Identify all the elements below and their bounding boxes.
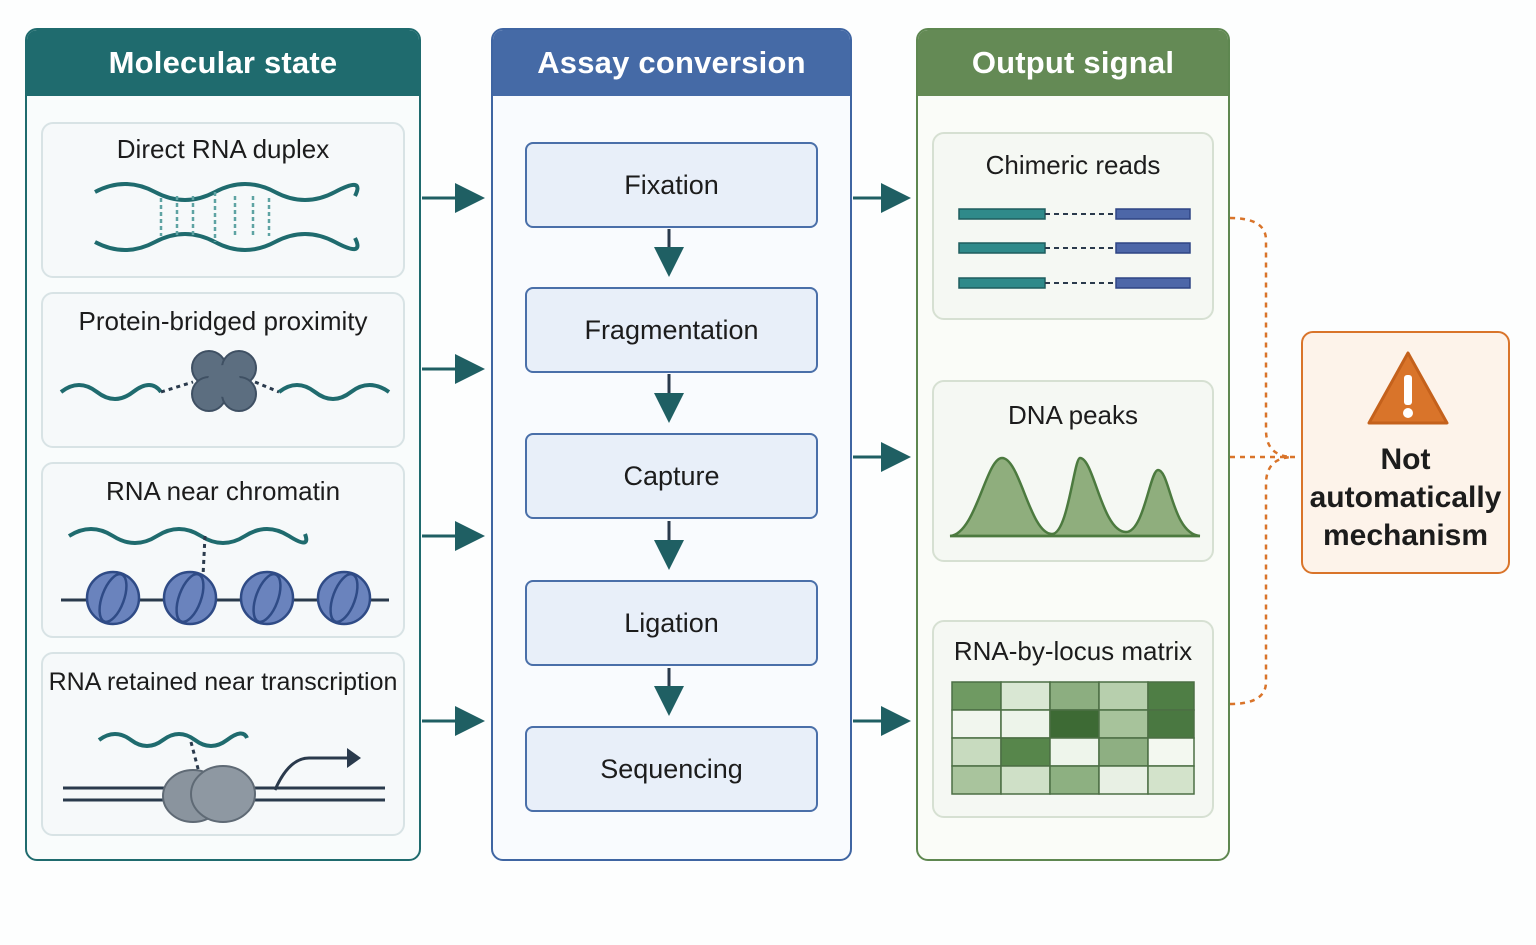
assay-conversion-header: Assay conversion (493, 30, 850, 96)
nucleosome-icon (85, 570, 372, 626)
output-signal-panel: Output signal Chimeric reads DNA peaks R… (916, 28, 1230, 861)
rna-duplex-icon (94, 182, 360, 252)
card-label: Protein-bridged proximity (78, 306, 368, 336)
caveat-bracket (1229, 216, 1298, 706)
molecular-state-panel: Molecular state Direct RNA duplex Protei… (25, 28, 421, 861)
heatmap-icon (951, 681, 1195, 795)
warning-triangle-icon (1367, 351, 1449, 425)
molecular-to-assay-arrows (422, 183, 485, 736)
output-signal-header: Output signal (918, 30, 1228, 96)
card-label: RNA retained near transcription (48, 668, 398, 696)
card-label: Chimeric reads (985, 150, 1161, 180)
assay-conversion-panel: Assay conversion Fixation Fragmentation … (491, 28, 852, 861)
not-mechanism-warning: Not automatically mechanism (1301, 331, 1510, 574)
transcription-icon (63, 731, 385, 823)
card-label: RNA near chromatin (105, 476, 341, 506)
chimeric-reads-icon (958, 208, 1191, 289)
card-direct-rna-duplex: Direct RNA duplex (41, 122, 405, 278)
molecular-state-header: Molecular state (27, 30, 419, 96)
warning-text: Not automatically mechanism (1309, 443, 1502, 552)
card-rna-retained-near-transcription: RNA retained near transcription (41, 652, 405, 836)
step-capture: Capture (525, 433, 818, 519)
step-ligation: Ligation (525, 580, 818, 666)
card-rna-near-chromatin: RNA near chromatin (41, 462, 405, 638)
dna-peaks-icon (949, 456, 1201, 538)
card-rna-by-locus-matrix: RNA-by-locus matrix (932, 620, 1214, 818)
card-label: DNA peaks (1007, 400, 1139, 430)
card-label: Direct RNA duplex (116, 134, 330, 164)
card-label: RNA-by-locus matrix (953, 636, 1193, 666)
protein-bridge-icon (59, 350, 391, 412)
step-fragmentation: Fragmentation (525, 287, 818, 373)
card-protein-bridged-proximity: Protein-bridged proximity (41, 292, 405, 448)
card-dna-peaks: DNA peaks (932, 380, 1214, 562)
step-sequencing: Sequencing (525, 726, 818, 812)
chromatin-icon (61, 527, 389, 626)
step-fixation: Fixation (525, 142, 818, 228)
card-chimeric-reads: Chimeric reads (932, 132, 1214, 320)
assay-to-output-arrows (853, 183, 911, 736)
